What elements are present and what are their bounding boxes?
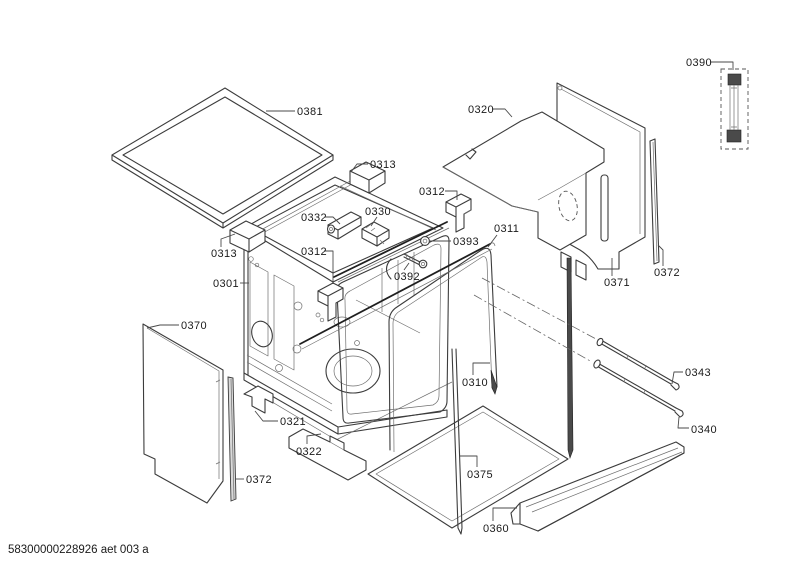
callout-0332: 0332 [301,212,341,225]
part-base-0322 [288,428,367,481]
part-cable-kit [720,68,749,150]
part-door-seal-0310 [388,247,498,453]
part-label-0343: 0343 [685,367,711,379]
door-frame-inner [344,243,442,415]
part-rod-0343 [596,337,680,391]
door-frame-outer [336,235,450,424]
callout-0330: 0330 [365,206,391,227]
part-strip-0372-right [649,138,660,265]
part-base-channel [510,441,685,532]
part-label-0321: 0321 [280,416,306,428]
part-rod-0340 [593,359,684,418]
part-label-0301: 0301 [213,278,239,290]
part-label-0313-left: 0313 [211,248,237,260]
part-label-0392: 0392 [394,271,420,283]
callout-0320: 0320 [468,104,513,118]
callout-0392: 0392 [394,262,420,283]
part-insulation-mat [442,111,605,281]
part-label-0320: 0320 [468,104,494,116]
callout-0301: 0301 [213,278,249,290]
part-screw-0393 [420,236,430,246]
part-label-0312-right: 0312 [419,186,445,198]
callout-0312-mid: 0312 [301,246,334,284]
part-base-gasket-ring [367,405,569,529]
part-label-0381: 0381 [297,106,323,118]
callout-0343: 0343 [671,367,711,385]
part-label-0372-left: 0372 [246,474,272,486]
callout-0370: 0370 [146,320,207,332]
assembly-axis-lines [473,277,599,363]
callout-0312-right: 0312 [419,186,458,200]
callout-0371: 0371 [604,258,630,289]
callout-0321: 0321 [254,410,306,428]
part-latch-0332 [326,211,362,240]
part-label-0310: 0310 [462,377,488,389]
callout-0311: 0311 [487,223,519,248]
callouts: 0381 0313 0312 0320 0390 0332 0330 0313 [146,57,734,535]
part-label-0322: 0322 [296,446,322,458]
callout-0310: 0310 [462,362,490,389]
rear-panel-slot [600,174,609,242]
part-label-0330: 0330 [365,206,391,218]
part-bracket-0312-right [445,193,472,233]
part-label-0371: 0371 [604,277,630,289]
part-label-0312-mid: 0312 [301,246,327,258]
callout-0360: 0360 [483,507,517,535]
part-label-0313-top: 0313 [370,159,396,171]
callout-0375: 0375 [460,455,493,481]
callout-0390: 0390 [686,57,734,70]
document-number: 58300000228926 aet 003 a [8,544,149,556]
part-label-0311: 0311 [494,223,519,235]
part-label-0340: 0340 [691,424,717,436]
part-label-0360: 0360 [483,523,509,535]
part-worktop [111,87,334,229]
part-strip-center-right [566,257,574,460]
part-label-0390: 0390 [686,57,712,69]
callout-0313-left: 0313 [211,233,237,260]
callout-0372-left: 0372 [236,474,272,486]
part-bracket-0313-left [229,220,266,268]
cable-kit-box [720,68,749,150]
part-side-panel [142,323,224,504]
part-clamp-0392 [385,253,428,280]
callout-0340: 0340 [677,416,717,436]
part-latch-0330 [361,221,390,247]
part-strip-0372-left [227,376,237,502]
callout-0372-right: 0372 [654,244,680,279]
part-label-0375: 0375 [467,469,493,481]
part-base-0321 [243,385,274,414]
part-label-0372-right: 0372 [654,267,680,279]
part-label-0393: 0393 [453,236,479,248]
part-label-0370: 0370 [181,320,207,332]
part-bracket-0312-mid [315,282,344,323]
part-bracket-0313-top [349,161,386,194]
part-label-0332: 0332 [301,212,327,224]
callout-0393: 0393 [430,236,479,248]
part-seal-strip-0375 [451,348,463,535]
callout-0381: 0381 [266,106,323,118]
callout-0313-top: 0313 [350,159,396,173]
callout-0322: 0322 [296,433,322,458]
